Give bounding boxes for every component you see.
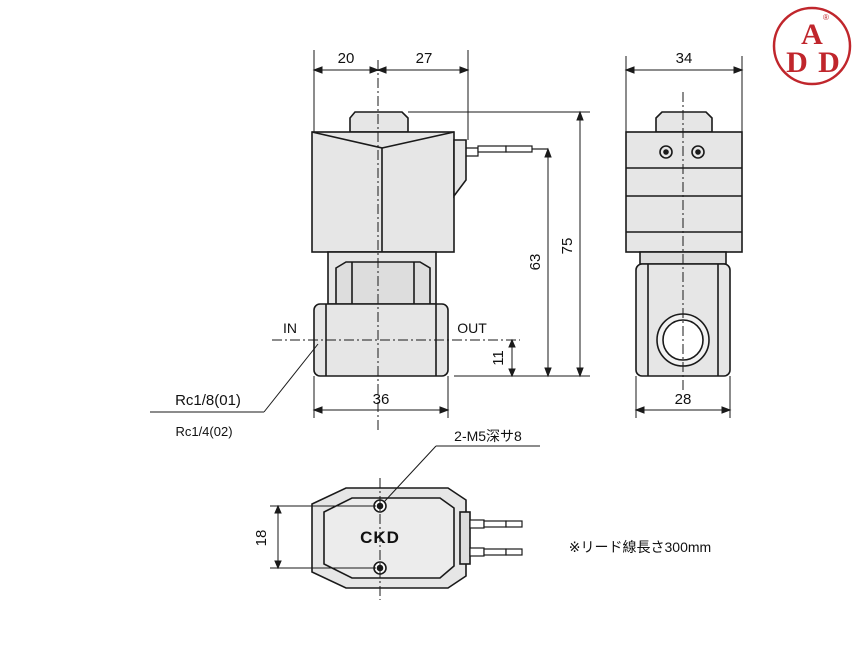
thread-spec-01: Rc1/8(01) xyxy=(175,392,241,409)
brand-logo: A D D ® xyxy=(772,6,852,86)
dim-port-height: 11 xyxy=(490,350,507,366)
lead-length-note: ※リード線長さ300mm xyxy=(569,539,711,555)
top-nut xyxy=(349,111,409,133)
dim-bottom-width: 36 xyxy=(373,391,390,408)
bottom-dim-height: 18 xyxy=(253,530,270,547)
side-coil-body xyxy=(625,131,743,253)
lead-wires-front xyxy=(466,145,548,157)
logo-letter-d1: D xyxy=(786,46,808,79)
side-top-nut xyxy=(655,111,713,133)
side-view-dimensions xyxy=(624,56,744,418)
bottom-view xyxy=(311,487,523,589)
side-dim-top: 34 xyxy=(676,50,693,67)
dim-top-right: 27 xyxy=(416,50,433,67)
dim-top-left: 20 xyxy=(338,50,355,67)
coil-body xyxy=(311,131,455,253)
lead-outlet xyxy=(453,139,467,199)
side-view-labels: 34 28 xyxy=(675,50,693,408)
front-view-dimensions xyxy=(150,50,590,430)
mount-hole-note: 2-M5深サ8 xyxy=(454,428,522,444)
bottom-view-labels: 2-M5深サ8 18 CKD ※リード線長さ300mm xyxy=(253,428,711,555)
dim-total-height: 75 xyxy=(559,238,576,255)
logo-letter-a: A xyxy=(801,18,823,51)
dim-inner-height: 63 xyxy=(527,254,544,271)
logo-letter-d2: D xyxy=(818,46,840,79)
front-view xyxy=(311,111,548,377)
side-dim-bottom: 28 xyxy=(675,391,692,408)
brand-ckd-label: CKD xyxy=(360,528,400,547)
registered-mark: ® xyxy=(823,13,829,22)
thread-spec-02: Rc1/4(02) xyxy=(175,424,232,439)
port-out-label: OUT xyxy=(457,320,487,336)
port-in-label: IN xyxy=(283,320,297,336)
front-view-labels: 20 27 36 75 63 11 IN OUT Rc1/8(01) Rc1/4… xyxy=(175,50,576,439)
bottom-view-dimensions xyxy=(270,445,540,600)
lead-wires-bottom xyxy=(469,519,523,557)
side-view xyxy=(625,111,743,377)
